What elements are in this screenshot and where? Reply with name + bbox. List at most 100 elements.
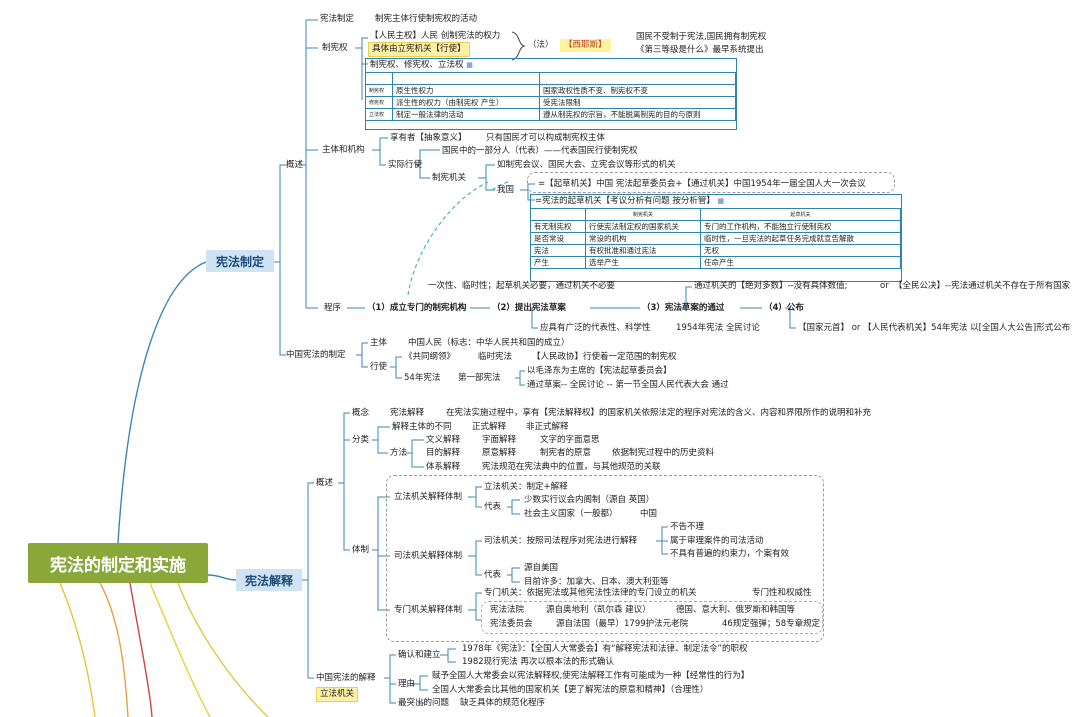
node-liyou[interactable]: 理由	[398, 679, 416, 689]
node-lifa-d2: 社会主义国家（一般都）	[524, 509, 618, 519]
node-gongtong-gangling: 《共同纲领》	[404, 352, 456, 362]
node-zhongguo-zhiding[interactable]: 中国宪法的制定	[286, 350, 346, 360]
node-or-1: or	[880, 281, 889, 291]
node-xianfa-zhiding-def-label[interactable]: 宪法制定	[320, 14, 355, 24]
node-zhixianquan[interactable]: 制宪权	[322, 43, 348, 53]
node-guomin-1: 国民不受制于宪法,国民拥有制宪权	[636, 32, 767, 42]
node-gongbu-d: 【国家元首】 or 【人民代表机关】54年宪法 以[全国人大公告]形式公布	[798, 323, 1071, 333]
node-xianfa-fayuan-d: 源自奥地利（凯尔森 建议）	[546, 605, 651, 615]
node-xianfa-fayuan: 宪法法院	[490, 605, 525, 615]
node-54-taolun: 1954年宪法 全民讨论	[676, 323, 760, 333]
node-zhongguo: 中国	[640, 509, 658, 519]
node-diyi-bu: 第一部宪法	[458, 373, 501, 383]
node-step-3[interactable]: （3）宪法草案的通过	[642, 303, 725, 313]
node-tixi: 体系解释	[426, 462, 461, 472]
dashed-group-zhuanmen	[481, 601, 823, 634]
node-shuyu: 属于审理案件的司法活动	[670, 536, 764, 546]
dashed-group-tizhi	[386, 475, 824, 642]
node-yuanyi-d2: 依据制宪过程中的历史资料	[612, 448, 715, 458]
node-zhixian-jiguan[interactable]: 制宪机关	[432, 173, 467, 183]
node-xieyesi: 【西耶斯】	[560, 39, 611, 52]
node-jigou-d: 如制宪会议、国民大会、立宪会议等形式的机关	[497, 160, 676, 170]
node-gaishu[interactable]: 概述	[286, 160, 304, 170]
node-juyou: 应具有广泛的代表性、科学性	[540, 323, 651, 333]
node-xianfa-weiyuanhui: 宪法委员会	[490, 619, 533, 629]
node-queren-1: 1978年《宪法》：【全国人大常委会】有“解释宪法和法律、制定法令”的职权	[462, 644, 748, 654]
node-linshi-xianfa: 临时宪法	[478, 352, 513, 362]
node-zhixian-def: 制宪主体行使制宪权的活动	[375, 14, 478, 24]
table-icon: ▦	[466, 61, 473, 69]
node-yuanyi-d: 制宪者的原意	[540, 448, 592, 458]
node-renmin-zhengxie: 【人民政协】行使着一定范围的制宪权	[532, 352, 677, 362]
node-step-2[interactable]: （2）提出宪法草案	[492, 303, 566, 313]
topic-xianfa-jieshi[interactable]: 宪法解释	[236, 569, 302, 591]
root-topic[interactable]: 宪法的制定和实施	[28, 543, 208, 583]
node-zhuanmen-jiguan: 专门机关：依据宪法或其他宪法性法律的专门设立的机关	[484, 588, 697, 598]
node-tongguo-cao: 通过草案-- 全民讨论 -- 第一节全国人民代表大会 通过	[527, 380, 729, 390]
node-maozhuxi: 以毛泽东为主席的【宪法起草委员会】	[527, 366, 672, 376]
node-yuanyi: 原意解释	[482, 448, 517, 458]
node-queren[interactable]: 确认和建立	[398, 650, 441, 660]
node-chengxu[interactable]: 程序	[324, 303, 342, 313]
node-zhuanmen-tizhi[interactable]: 专门机关解释体制	[394, 605, 463, 615]
node-tizhi[interactable]: 体制	[352, 545, 370, 555]
node-san-quan: 制宪权、修宪权、立法权 ▦	[370, 60, 473, 70]
node-liyou-1: 赋予全国人大常委会以宪法解释权,使宪法解释工作有可能成为一种【经常性的行为】	[432, 671, 750, 681]
node-guomin-2: 《第三等级是什么》最早系统提出	[636, 45, 764, 55]
node-zhongguo-jieshi[interactable]: 中国宪法的解释	[316, 673, 376, 683]
node-s2-gaishu[interactable]: 概述	[316, 478, 334, 488]
node-woguo[interactable]: 我国	[497, 185, 515, 195]
node-queren-2: 1982现行宪法 再次以根本法的形式确认	[462, 657, 614, 667]
node-jieshi-d: 在宪法实施过程中，享有【宪法解释权】的国家机关依照法定的程序对宪法的含义、内容和…	[446, 408, 872, 418]
node-shiji-xingshi[interactable]: 实际行使	[388, 160, 423, 170]
node-sifa-tizhi[interactable]: 司法机关解释体制	[394, 551, 463, 561]
node-tongguo-1: 通过机关的【绝对多数】--没有具体数值;	[694, 281, 848, 291]
node-bugao: 不告不理	[670, 522, 705, 532]
node-step-1[interactable]: （1）成立专门的制宪机构	[367, 303, 467, 313]
topic-xianfa-zhiding[interactable]: 宪法制定	[206, 250, 274, 272]
node-quanmin: 【全民公决】--宪法通过机关不存在于所有国家	[894, 281, 1071, 291]
node-gainian[interactable]: 概念	[352, 408, 370, 418]
node-xianfa-weiyuanhui-d: 源自法国（最早）1799护法元老院	[556, 619, 689, 629]
table-icon: ▦	[717, 197, 725, 205]
table-quan-compare: 制宪权原生性权力国家政权性质不变、制宪权不变 修宪权派生性的权力（由制宪权 产生…	[365, 72, 736, 121]
node-sifa-d2: 目前许多：加拿大、日本、澳大利亚等	[524, 577, 669, 587]
node-woguo-d: =【起草机关】中国 宪法起草委员会+【通过机关】中国1954年一届全国人大一次会…	[538, 179, 866, 189]
node-wenyi: 文义解释	[426, 435, 461, 445]
node-zhengshi: 正式解释	[472, 422, 507, 432]
note-tag-jiti[interactable]: 具体由立宪机关【行使】	[368, 42, 470, 57]
node-sifa-jiguan: 司法机关：按照司法程序对宪法进行解释	[484, 536, 638, 546]
node-lifa-d1: 少数实行议会内阁制（源自 英国）	[524, 495, 655, 505]
node-sifa-d1: 源自美国	[524, 563, 559, 573]
node-buju: 不具有普遍的约束力，个案有效	[670, 549, 790, 559]
node-lifa-jiguan: 立法机关：制定+解释	[484, 482, 568, 492]
note-tag-lifa-jiguan[interactable]: 立法机关	[316, 687, 359, 702]
node-lifa-daibiao: 代表	[484, 502, 502, 512]
node-xingshi[interactable]: 行使	[370, 362, 388, 372]
node-qicao-title: =宪法的起草机关【考议分析有问题 按分析管】 ▦	[535, 196, 725, 206]
node-ziyi: 字面解释	[482, 435, 517, 445]
node-step-4[interactable]: （4）公布	[764, 303, 804, 313]
node-zhuanmen-d: 专门性和权威性	[752, 588, 812, 598]
node-zhuti-jigou[interactable]: 主体和机构	[322, 145, 365, 155]
node-tixi-d: 宪法规范在宪法典中的位置，与其他规范的关联	[482, 462, 661, 472]
node-fenlei[interactable]: 分类	[352, 435, 370, 445]
node-guomin-part: 国民中的一部分人（代表）——代表国民行使制宪权	[442, 146, 638, 156]
node-xiangyou-d: 只有国民才可以构成制宪权主体	[486, 133, 606, 143]
dashed-group-woguo	[527, 172, 895, 193]
node-xiangyou: 享有者【抽象意义】	[390, 133, 467, 143]
node-tuchu[interactable]: 最突出的问题	[398, 698, 450, 708]
node-lifa-tizhi[interactable]: 立法机关解释体制	[394, 492, 463, 502]
node-tuchu-d: 缺乏具体的规范化程序	[460, 698, 546, 708]
node-fangfa[interactable]: 方法	[390, 448, 408, 458]
node-liyou-2: 全国人大常委会比其他的国家机关【更了解宪法的原意和精神】（合理性）	[432, 685, 709, 695]
node-xianfa-weiyuanhui-c: 46规定强弹；58专章规定	[722, 619, 821, 629]
node-xianfa-fayuan-c: 德国、意大利、俄罗斯和韩国等	[676, 605, 796, 615]
node-zhuti-2[interactable]: 主体	[370, 338, 388, 348]
node-sifa-daibiao: 代表	[484, 570, 502, 580]
node-mude: 目的解释	[426, 448, 461, 458]
node-zhuti-butong: 解释主体的不同	[392, 422, 452, 432]
node-feizhengshi: 非正式解释	[526, 422, 569, 432]
relation-curve	[407, 181, 489, 296]
